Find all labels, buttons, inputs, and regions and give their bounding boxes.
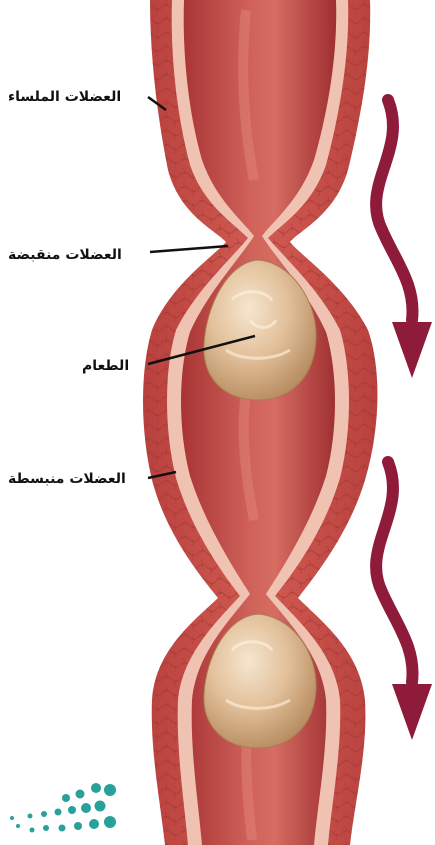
- down-curved-arrow-icon: [376, 100, 432, 378]
- label-contracted-muscle: العضلات منقبضة: [8, 246, 122, 264]
- label-food: الطعام: [82, 357, 129, 375]
- down-curved-arrow-icon: [376, 462, 432, 740]
- label-smooth-muscle: العضلات الملساء: [8, 88, 121, 106]
- label-relaxed-muscle: العضلات منبسطة: [8, 470, 126, 488]
- ministry-logo-dots-icon: [6, 778, 121, 840]
